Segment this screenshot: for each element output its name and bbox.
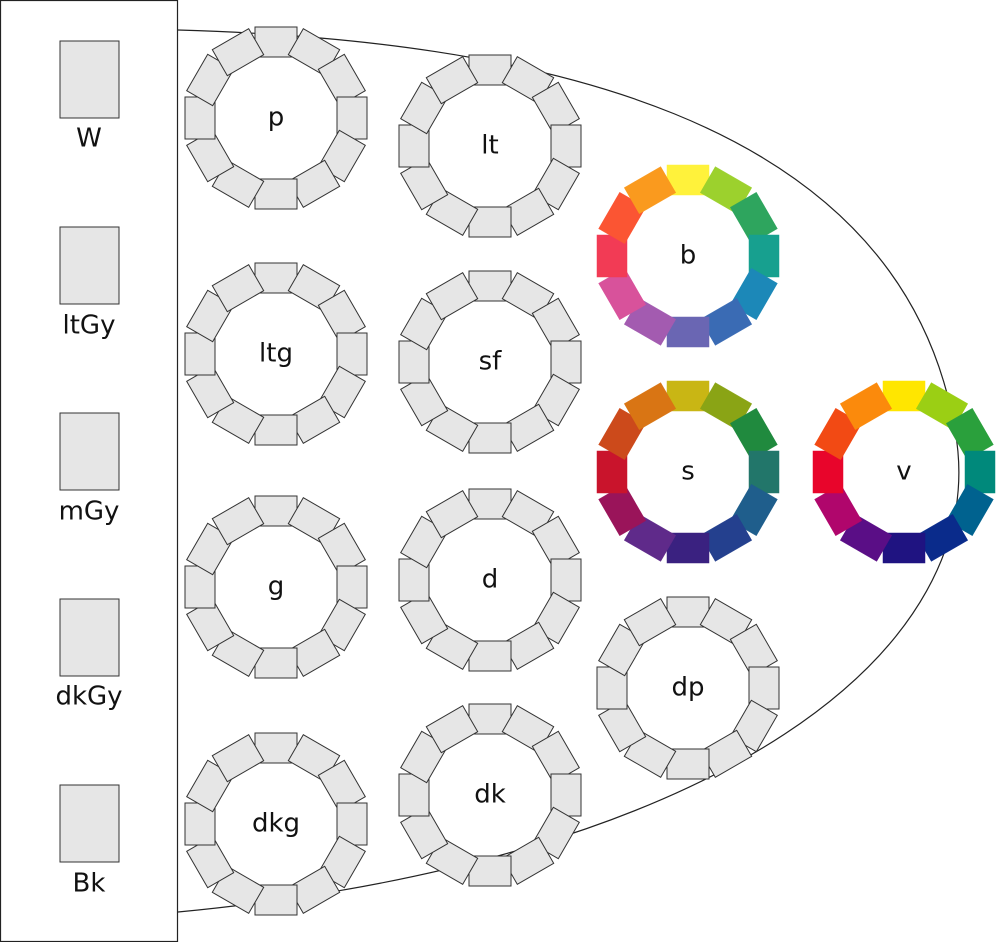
tone-ring-s: s xyxy=(596,380,780,564)
achromatic-label: dkGy xyxy=(55,682,122,712)
achromatic-item-bk: Bk xyxy=(59,784,120,899)
tone-label-s: s xyxy=(681,457,695,487)
achromatic-chip xyxy=(59,598,120,677)
ring-chips xyxy=(398,54,582,238)
tone-ring-ltg: ltg xyxy=(184,262,368,446)
achromatic-item-dkgy: dkGy xyxy=(55,598,123,712)
ring-chips xyxy=(812,380,996,564)
tone-label-d: d xyxy=(482,565,499,595)
tone-label-p: p xyxy=(268,103,285,133)
achromatic-label: mGy xyxy=(59,497,120,527)
ring-chips xyxy=(184,262,368,446)
ring-chips xyxy=(184,732,368,916)
tone-ring-dkg: dkg xyxy=(184,732,368,916)
achromatic-chip xyxy=(59,784,120,863)
hue-chip-ltg-10 xyxy=(184,332,216,376)
achromatic-chip xyxy=(59,40,120,119)
hue-chip-b-12 xyxy=(623,166,677,215)
hue-chip-lt-12 xyxy=(425,56,479,105)
tone-label-ltg: ltg xyxy=(259,339,293,369)
hue-chip-dp-10 xyxy=(596,666,628,710)
tone-label-lt: lt xyxy=(481,131,498,161)
tone-label-dk: dk xyxy=(474,780,506,810)
hue-chip-sf-12 xyxy=(425,272,479,321)
hue-chip-v-12 xyxy=(839,382,893,431)
tone-ring-sf: sf xyxy=(398,270,582,454)
achromatic-label: ltGy xyxy=(63,311,116,341)
ring-chips xyxy=(596,380,780,564)
hue-chip-dp-12 xyxy=(623,598,677,647)
hue-chip-p-12 xyxy=(211,28,265,77)
hue-chip-g-12 xyxy=(211,497,265,546)
ring-chips xyxy=(184,26,368,210)
hue-chip-d-12 xyxy=(425,490,479,539)
ring-chips xyxy=(398,703,582,887)
tone-ring-lt: lt xyxy=(398,54,582,238)
tone-label-dp: dp xyxy=(671,673,704,703)
hue-chip-ltg-12 xyxy=(211,264,265,313)
tone-label-b: b xyxy=(680,241,697,271)
achromatic-scale: W ltGy mGy dkGy Bk xyxy=(55,40,123,899)
tone-label-g: g xyxy=(268,572,285,602)
tone-ring-b: b xyxy=(596,164,780,348)
tone-label-v: v xyxy=(896,457,911,487)
ring-chips xyxy=(184,495,368,679)
tone-label-sf: sf xyxy=(479,347,503,377)
achromatic-item-w: W xyxy=(59,40,120,154)
achromatic-item-ltgy: ltGy xyxy=(59,226,120,341)
achromatic-label: Bk xyxy=(73,869,106,899)
tone-ring-d: d xyxy=(398,488,582,672)
tone-ring-dp: dp xyxy=(596,596,780,780)
tone-label-dkg: dkg xyxy=(252,809,300,839)
tone-ring-dk: dk xyxy=(398,703,582,887)
hue-chip-s-12 xyxy=(623,382,677,431)
ring-chips xyxy=(596,164,780,348)
tone-ring-p: p xyxy=(184,26,368,210)
ring-chips xyxy=(596,596,780,780)
achromatic-item-mgy: mGy xyxy=(59,412,120,527)
tone-ring-v: v xyxy=(812,380,996,564)
achromatic-chip xyxy=(59,412,120,491)
achromatic-chip xyxy=(59,226,120,305)
achromatic-label: W xyxy=(76,124,102,154)
ring-chips xyxy=(398,488,582,672)
hue-chip-dkg-12 xyxy=(211,734,265,783)
tone-ring-g: g xyxy=(184,495,368,679)
ring-chips xyxy=(398,270,582,454)
hue-chip-dk-12 xyxy=(425,705,479,754)
